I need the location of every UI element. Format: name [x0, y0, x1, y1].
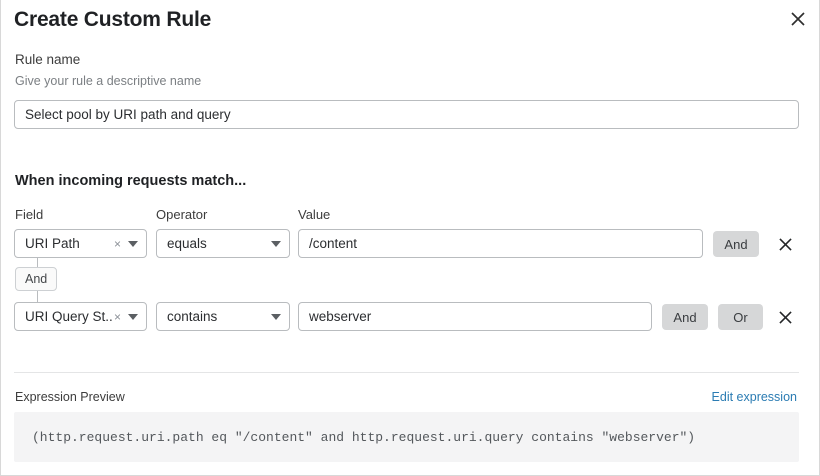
expression-preview-box: (http.request.uri.path eq "/content" and… [14, 412, 799, 462]
chevron-down-icon-operator-row-2 [271, 313, 281, 320]
rule-name-input[interactable] [14, 100, 799, 129]
or-button-row-2[interactable]: Or [718, 304, 763, 330]
clear-icon-row-2[interactable]: × [113, 309, 121, 324]
field-select-value-row-2: URI Query St... [25, 309, 114, 324]
rule-name-helper-text: Give your rule a descriptive name [15, 74, 202, 88]
connector-and-label[interactable]: And [15, 267, 58, 291]
and-button-row-1[interactable]: And [713, 231, 759, 257]
value-input-row-1[interactable] [298, 229, 703, 258]
column-header-field: Field [15, 207, 44, 222]
edit-expression-link[interactable]: Edit expression [711, 390, 797, 404]
clear-icon-row-1[interactable]: × [113, 236, 121, 251]
chevron-down-icon-field-row-2 [128, 313, 138, 320]
section-divider [14, 372, 799, 373]
match-section-heading: When incoming requests match... [15, 173, 247, 189]
connector-line-top [37, 258, 38, 268]
column-header-value: Value [298, 207, 331, 222]
field-select-row-1[interactable]: URI Path × [14, 229, 147, 258]
remove-row-icon-row-1[interactable] [775, 233, 795, 255]
column-header-operator: Operator [156, 207, 208, 222]
operator-select-value-row-2: contains [167, 309, 218, 324]
chevron-down-icon-operator-row-1 [271, 240, 281, 247]
connector-line-bottom [37, 291, 38, 302]
and-button-row-2[interactable]: And [662, 304, 708, 330]
value-input-row-2[interactable] [298, 302, 652, 331]
field-select-row-2[interactable]: URI Query St... × [14, 302, 147, 331]
operator-select-row-1[interactable]: equals [156, 229, 290, 258]
close-icon[interactable] [786, 7, 810, 31]
rule-name-label: Rule name [15, 52, 81, 67]
chevron-down-icon-field-row-1 [128, 240, 138, 247]
dialog-title: Create Custom Rule [14, 8, 212, 31]
expression-preview-text: (http.request.uri.path eq "/content" and… [32, 429, 696, 445]
operator-select-value-row-1: equals [167, 236, 207, 251]
remove-row-icon-row-2[interactable] [775, 306, 795, 328]
operator-select-row-2[interactable]: contains [156, 302, 290, 331]
field-select-value-row-1: URI Path [25, 236, 80, 251]
expression-preview-label: Expression Preview [15, 390, 125, 404]
